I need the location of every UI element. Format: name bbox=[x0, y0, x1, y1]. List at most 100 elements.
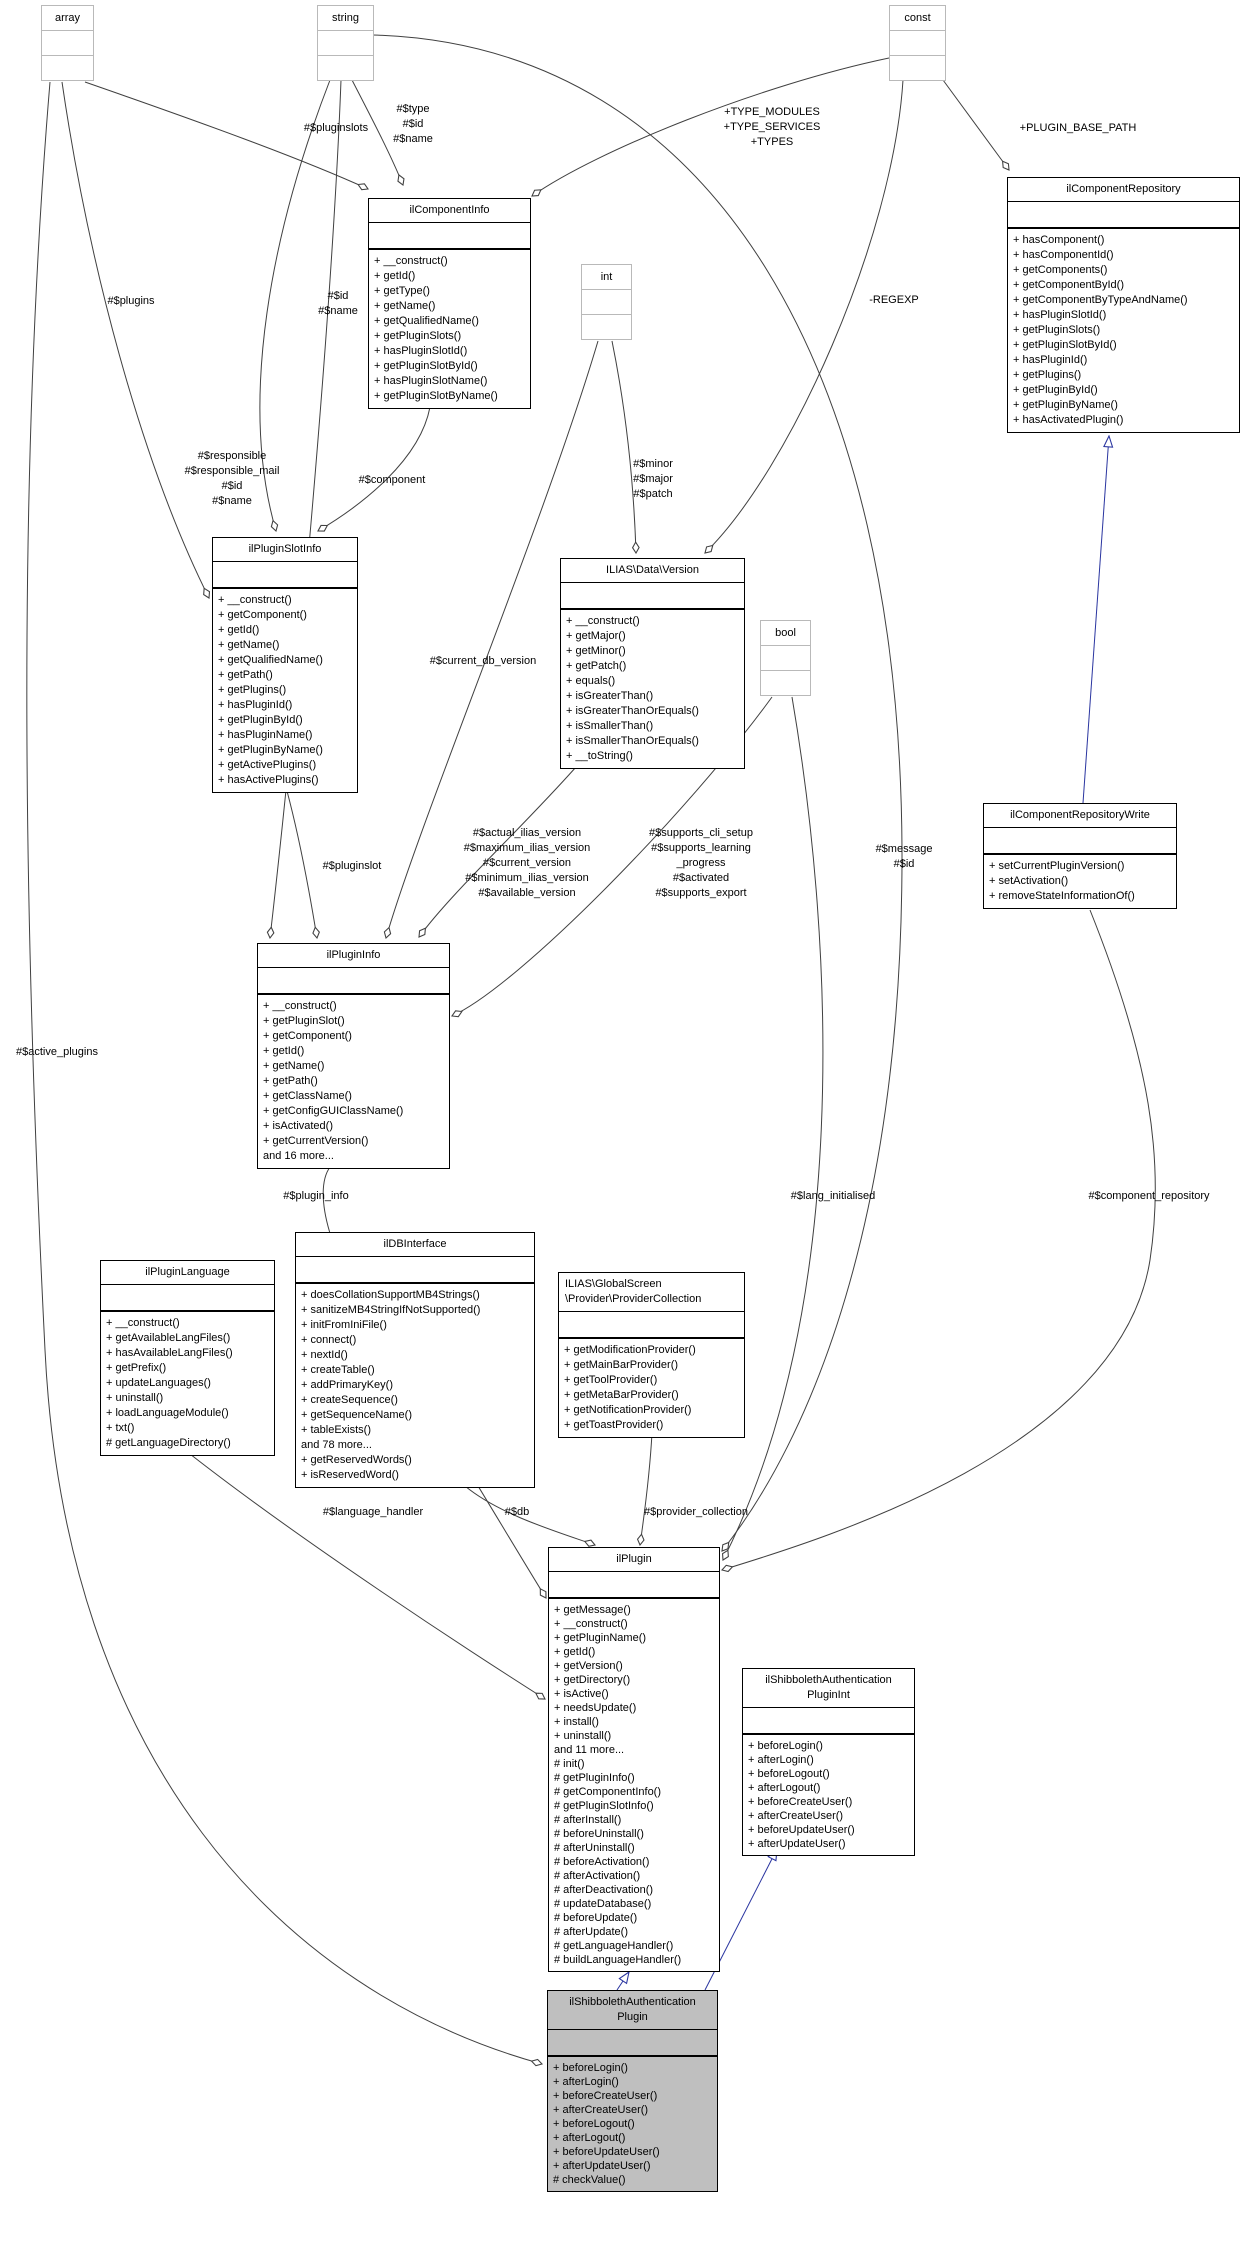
method-row: + afterLogout() bbox=[748, 1782, 821, 1794]
method-row: + isGreaterThan() bbox=[566, 690, 654, 702]
method-row: + getModificationProvider() bbox=[564, 1344, 696, 1356]
class-ilComponentRepository[interactable]: ilComponentRepository + hasComponent()+ … bbox=[1007, 177, 1240, 433]
method-row: + afterLogin() bbox=[553, 2076, 619, 2088]
method-row: + getMetaBarProvider() bbox=[564, 1389, 679, 1401]
method-row: + getDirectory() bbox=[554, 1674, 631, 1686]
class-string: string bbox=[317, 5, 374, 81]
method-row: + removeStateInformationOf() bbox=[989, 890, 1135, 902]
attr-compartment bbox=[369, 223, 530, 250]
method-row: + getPluginSlotById() bbox=[1013, 339, 1117, 351]
edge-array-shibplugin bbox=[26, 81, 544, 2067]
edge-label-provider-collection: #$provider_collection bbox=[644, 1506, 748, 1518]
method-list: + __construct()+ getPluginSlot()+ getCom… bbox=[258, 995, 449, 1168]
method-row: # beforeUninstall() bbox=[554, 1828, 644, 1840]
method-row: + __construct() bbox=[218, 594, 292, 606]
edge-label-lang-initialised: #$lang_initialised bbox=[791, 1190, 875, 1202]
attr-compartment bbox=[582, 290, 631, 314]
method-row: + __toString() bbox=[566, 750, 633, 762]
edge-const-componentrepository bbox=[942, 79, 1010, 171]
method-row: + getPluginByName() bbox=[218, 744, 323, 756]
class-title: ilPluginSlotInfo bbox=[213, 538, 357, 562]
attr-compartment bbox=[296, 1257, 534, 1284]
method-row: + doesCollationSupportMB4Strings() bbox=[301, 1289, 480, 1301]
method-row: + afterCreateUser() bbox=[748, 1810, 844, 1822]
edge-version-plugininfo bbox=[418, 766, 577, 938]
edge-label-plugininfo-versions: #$actual_ilias_version#$maximum_ilias_ve… bbox=[464, 827, 591, 899]
method-row: # afterInstall() bbox=[554, 1814, 622, 1826]
class-ilComponentInfo[interactable]: ilComponentInfo + __construct()+ getId()… bbox=[368, 198, 531, 409]
class-ilComponentRepositoryWrite[interactable]: ilComponentRepositoryWrite + setCurrentP… bbox=[983, 803, 1177, 909]
method-compartment bbox=[318, 55, 373, 80]
method-row: + getMainBarProvider() bbox=[564, 1359, 679, 1371]
method-row: + getClassName() bbox=[263, 1090, 352, 1102]
method-row: + afterLogin() bbox=[748, 1754, 814, 1766]
attr-compartment bbox=[559, 1312, 744, 1339]
method-row: + beforeUpdateUser() bbox=[553, 2146, 660, 2158]
method-row: # getLanguageDirectory() bbox=[106, 1437, 231, 1449]
edge-label-current-db-version: #$current_db_version bbox=[430, 655, 536, 667]
edge-label-regexp: -REGEXP bbox=[869, 294, 919, 306]
method-row: + isActive() bbox=[554, 1688, 609, 1700]
method-row: + hasPluginSlotId() bbox=[374, 345, 468, 357]
method-row: + getPluginSlotById() bbox=[374, 360, 478, 372]
method-row: + getReservedWords() bbox=[301, 1454, 412, 1466]
method-row: + getActivePlugins() bbox=[218, 759, 317, 771]
method-row: + createSequence() bbox=[301, 1394, 398, 1406]
method-row: # getPluginSlotInfo() bbox=[554, 1800, 654, 1812]
class-ilPluginSlotInfo[interactable]: ilPluginSlotInfo + __construct()+ getCom… bbox=[212, 537, 358, 793]
edge-const-componentinfo bbox=[531, 57, 890, 197]
method-compartment bbox=[582, 314, 631, 339]
method-row: + getComponentById() bbox=[1013, 279, 1124, 291]
method-row: + getPath() bbox=[218, 669, 273, 681]
method-row: + __construct() bbox=[566, 615, 640, 627]
method-row: + getCurrentVersion() bbox=[263, 1135, 369, 1147]
method-row: + getName() bbox=[218, 639, 280, 651]
method-row: + sanitizeMB4StringIfNotSupported() bbox=[301, 1304, 481, 1316]
class-title: string bbox=[318, 6, 373, 31]
edge-const-version bbox=[704, 79, 904, 554]
attr-compartment bbox=[890, 31, 945, 55]
method-row: + getPluginSlotByName() bbox=[374, 390, 498, 402]
method-row: + getToastProvider() bbox=[564, 1419, 664, 1431]
method-row: + getName() bbox=[374, 300, 436, 312]
class-ilPlugin[interactable]: ilPlugin + getMessage()+ __construct()+ … bbox=[548, 1547, 720, 1972]
method-list: + getMessage()+ __construct()+ getPlugin… bbox=[549, 1599, 719, 1971]
edge-dbinterface-plugin bbox=[464, 1485, 596, 1547]
method-row: + beforeLogout() bbox=[748, 1768, 830, 1780]
class-title: int bbox=[582, 265, 631, 290]
class-const: const bbox=[889, 5, 946, 81]
class-title: ilComponentRepositoryWrite bbox=[984, 804, 1176, 828]
edge-label-plugin-base-path: +PLUGIN_BASE_PATH bbox=[1020, 122, 1137, 134]
method-row: and 16 more... bbox=[263, 1150, 334, 1162]
method-row: + getAvailableLangFiles() bbox=[106, 1332, 231, 1344]
method-row: + tableExists() bbox=[301, 1424, 371, 1436]
method-row: + beforeCreateUser() bbox=[748, 1796, 853, 1808]
method-row: + getPluginByName() bbox=[1013, 399, 1118, 411]
method-row: + beforeLogout() bbox=[553, 2118, 635, 2130]
method-compartment bbox=[761, 670, 810, 695]
class-ilias-data-version[interactable]: ILIAS\Data\Version + __construct()+ getM… bbox=[560, 558, 745, 769]
method-row: + __construct() bbox=[263, 1000, 337, 1012]
class-int: int bbox=[581, 264, 632, 340]
edge-providercollection-plugin bbox=[636, 1432, 653, 1547]
class-ilDBInterface[interactable]: ilDBInterface + doesCollationSupportMB4S… bbox=[295, 1232, 535, 1488]
method-row: + getPluginById() bbox=[1013, 384, 1098, 396]
edge-array-pluginslotinfo bbox=[61, 81, 211, 599]
method-row: + uninstall() bbox=[554, 1730, 612, 1742]
method-row: + getName() bbox=[263, 1060, 325, 1072]
edge-repositorywrite-extends-repository bbox=[1082, 436, 1109, 804]
method-list: + __construct()+ getComponent()+ getId()… bbox=[213, 589, 357, 792]
method-row: + createTable() bbox=[301, 1364, 375, 1376]
class-provider-collection[interactable]: ILIAS\GlobalScreen\Provider\ProviderColl… bbox=[558, 1272, 745, 1438]
method-row: + getPlugins() bbox=[1013, 369, 1082, 381]
class-ilPluginInfo[interactable]: ilPluginInfo + __construct()+ getPluginS… bbox=[257, 943, 450, 1169]
attr-compartment bbox=[549, 1572, 719, 1599]
class-ilPluginLanguage[interactable]: ilPluginLanguage + __construct()+ getAva… bbox=[100, 1260, 275, 1456]
method-row: + getMessage() bbox=[554, 1604, 631, 1616]
method-row: + needsUpdate() bbox=[554, 1702, 637, 1714]
method-row: and 78 more... bbox=[301, 1439, 372, 1451]
edge-int-plugininfo bbox=[383, 340, 599, 940]
